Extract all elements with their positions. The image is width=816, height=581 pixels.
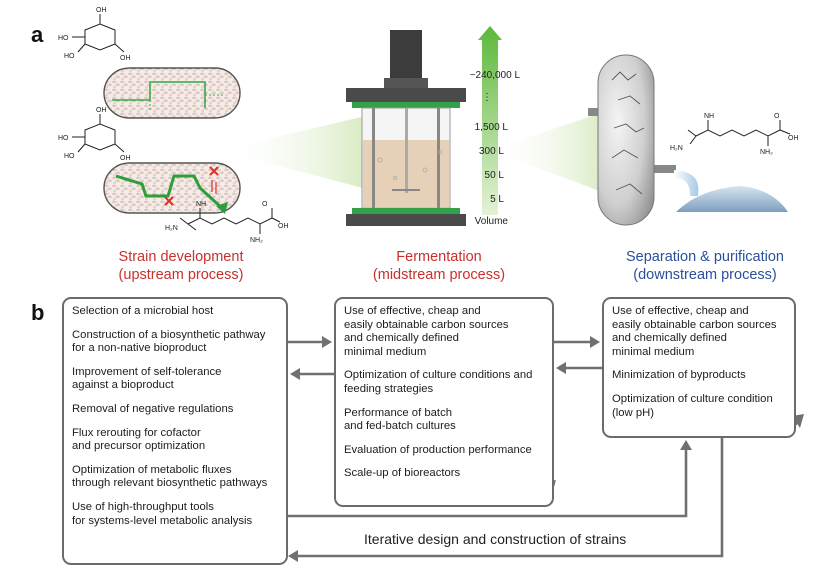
chem-oh-4: OH <box>120 155 131 162</box>
chem-oh-5: OH <box>278 223 289 230</box>
arginine-molecule-left <box>179 208 281 234</box>
chem-h2n-2: H₂N <box>670 145 683 152</box>
chem-nh-2: NH <box>704 113 714 120</box>
stage-sep-line1: Separation & purification <box>626 249 784 265</box>
chem-nh2-1: NH₂ <box>250 237 263 244</box>
separation-column <box>588 54 676 226</box>
stage-title-fermentation: Fermentation (midstream process) <box>344 248 534 284</box>
upstream-item: Improvement of self-tolerance against a … <box>72 365 222 392</box>
engineered-flux-arrow <box>115 174 224 210</box>
knockout-x-2 <box>209 166 219 176</box>
chem-oh-6: OH <box>788 135 799 142</box>
upstream-item: Selection of a microbial host <box>72 305 214 317</box>
chem-o-1: O <box>262 201 268 208</box>
midstream-item: Performance of batch and fed-batch cultu… <box>344 406 456 433</box>
chem-ho-1: HO <box>58 35 69 42</box>
chem-ho-2: HO <box>64 53 75 60</box>
flow-cone-midstream <box>490 110 610 195</box>
panel-label-b: b <box>31 300 45 325</box>
midstream-item: Use of effective, cheap and easily obtai… <box>344 305 509 358</box>
chem-ho-3: HO <box>58 135 69 142</box>
stage-strain-line2: (upstream process) <box>118 267 244 283</box>
scale-label-300: 300 L <box>478 146 504 157</box>
midstream-item: Evaluation of production performance <box>344 443 532 456</box>
arrow-mid-to-up-bottom <box>286 446 688 518</box>
bacterial-cell-2 <box>103 162 241 214</box>
downstream-box: Use of effective, cheap and easily obtai… <box>602 297 796 438</box>
panel-label-a: a <box>31 22 44 47</box>
chem-oh-3: OH <box>96 107 107 114</box>
stage-strain-line1: Strain development <box>118 249 244 265</box>
scale-up-arrow <box>478 26 502 215</box>
scale-label-1500: 1,500 L <box>474 122 508 133</box>
scale-label-240000: ~240,000 L <box>469 70 520 81</box>
stage-ferm-line2: (midstream process) <box>372 267 506 283</box>
downstream-item: Optimization of culture condition (low p… <box>612 392 773 419</box>
glucose-molecule-1 <box>72 14 125 53</box>
flow-cone-upstream <box>220 115 370 190</box>
arrow-down-loop <box>294 436 724 558</box>
product-stream <box>674 170 699 196</box>
crystal-powder <box>676 186 788 212</box>
chem-nh2-2: NH₂ <box>760 149 773 156</box>
upstream-item: Use of high-throughput tools for systems… <box>72 500 253 527</box>
upstream-item: Optimization of metabolic fluxes through… <box>72 463 268 490</box>
glucose-molecule-2 <box>72 114 125 153</box>
iteration-caption: Iterative design and construction of str… <box>364 531 627 547</box>
upstream-item: Removal of negative regulations <box>72 402 234 415</box>
chem-oh-1: OH <box>96 7 107 14</box>
chem-oh-2: OH <box>120 55 131 62</box>
chem-nh-1: NH <box>196 201 206 208</box>
scale-label-50: 50 L <box>484 170 504 181</box>
stage-sep-line2: (downstream process) <box>633 267 777 283</box>
scale-label-ellipsis: ⋮ <box>482 92 492 103</box>
upstream-box: Selection of a microbial host Constructi… <box>62 297 288 565</box>
chem-h2n-1: H₂N <box>165 225 178 232</box>
scale-label-5: 5 L <box>490 194 504 205</box>
chem-ho-4: HO <box>64 153 75 160</box>
stage-title-separation: Separation & purification (downstream pr… <box>600 248 810 284</box>
midstream-item: Optimization of culture conditions and f… <box>344 369 533 395</box>
upstream-item: Flux rerouting for cofactor and precurso… <box>72 426 206 453</box>
scale-label-volume: Volume <box>474 216 508 227</box>
midstream-item: Scale-up of bioreactors <box>344 467 461 480</box>
fermenter <box>346 30 466 226</box>
midstream-box: Use of effective, cheap and easily obtai… <box>334 297 554 507</box>
knockout-x-1 <box>164 196 174 206</box>
stage-ferm-line1: Fermentation <box>396 249 482 265</box>
upstream-item: Construction of a biosynthetic pathway f… <box>72 328 266 355</box>
upregulation-arrows <box>211 180 217 194</box>
downstream-item: Use of effective, cheap and easily obtai… <box>612 305 777 358</box>
bacterial-cell-1 <box>103 67 241 119</box>
downstream-item: Minimization of byproducts <box>612 369 746 382</box>
stage-title-strain: Strain development (upstream process) <box>96 248 266 284</box>
chem-o-2: O <box>774 113 780 120</box>
arginine-molecule-right <box>687 120 791 146</box>
